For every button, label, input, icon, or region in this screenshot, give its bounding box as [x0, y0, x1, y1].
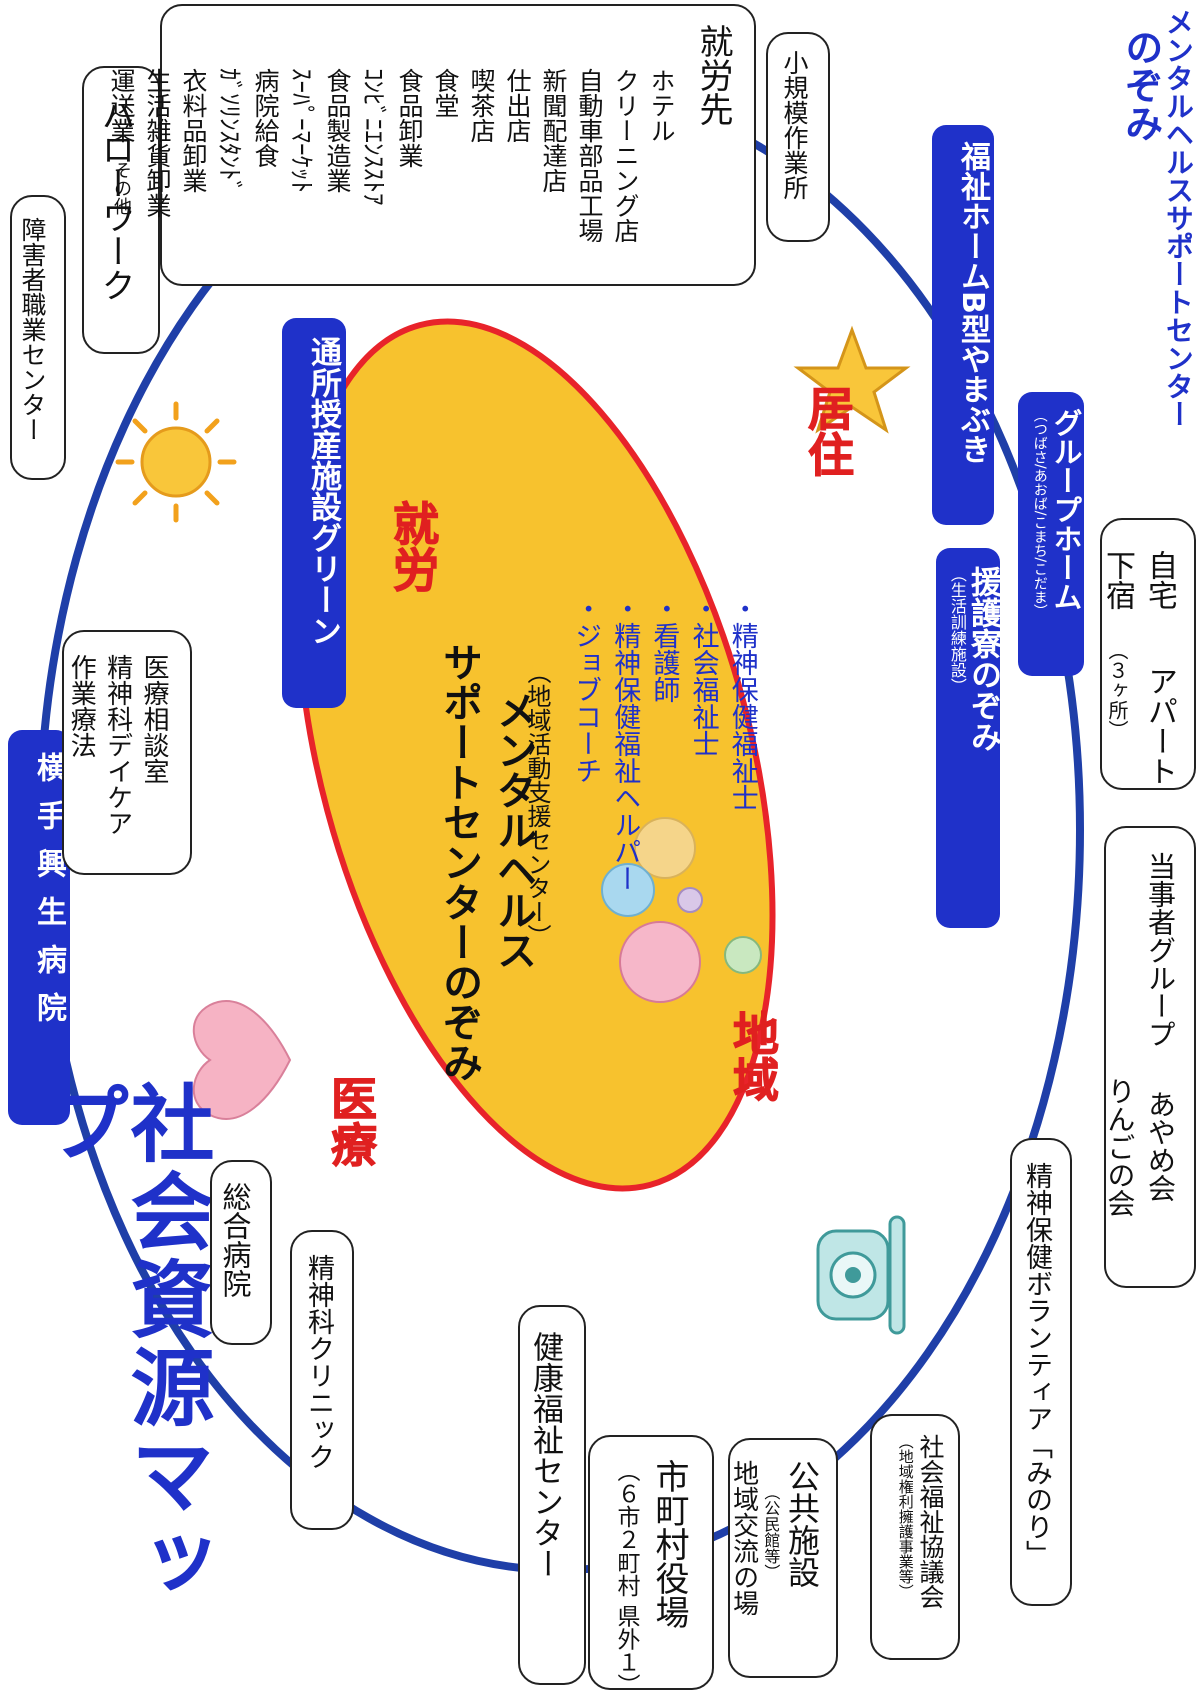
staff-item: ・看護師 — [648, 595, 680, 703]
keyword-medical: 医療 — [324, 1075, 379, 1168]
telephone-icon — [816, 1215, 906, 1335]
center-subtitle: （地域活動支援センター） — [523, 660, 551, 948]
employment-other: その他 — [111, 161, 132, 215]
public-facility-sub: （公民館等） — [761, 1484, 781, 1580]
star-icon — [793, 325, 911, 434]
heart-icon — [192, 1000, 292, 1120]
staff-item: ・社会福祉士 — [687, 595, 719, 757]
city-office-sub: （６市２町村 県外１） — [613, 1459, 639, 1696]
group-home-title: グループホーム — [1049, 408, 1083, 611]
small-workshop-box: 小規模作業所 — [766, 32, 830, 242]
employment-item: 病院給食 — [251, 68, 280, 168]
peer-groups-line: 当事者グループあやめ会 — [1139, 852, 1180, 1286]
employment-item: クリーニング店 — [611, 68, 640, 243]
keyword-community: 地域 — [726, 1010, 781, 1103]
center-title-line2: サポートセンターのぞみ — [436, 642, 482, 1082]
employment-item: 衣料品卸業 — [179, 68, 208, 193]
housing-box: 自宅アパート 下宿 （３ヶ所） — [1100, 518, 1196, 790]
employment-item-transport: 運送業 — [107, 68, 136, 143]
employment-item: 生活雑貨卸業 — [143, 68, 172, 218]
keyword-residence: 居住 — [801, 385, 856, 478]
employment-item: 自動車部品工場 — [575, 68, 604, 243]
sun-icon — [115, 401, 237, 523]
peer-group-item: あやめ会 — [1144, 1090, 1177, 1202]
employment-item: 新聞配達店 — [539, 68, 568, 193]
hospital-service-item: 作業療法 — [66, 654, 97, 758]
city-office-box: 市町村役場 （６市２町村 県外１） — [588, 1435, 714, 1696]
staff-item: ・精神保健福祉ヘルパー — [609, 595, 641, 892]
employment-item: ｽｰﾊﾟｰﾏｰｹｯﾄ — [287, 68, 316, 194]
employment-item: 喫茶店 — [467, 68, 496, 143]
engoryo-box: 援護寮のぞみ （生活訓練施設） — [936, 548, 1001, 928]
city-office-title: 市町村役場 — [649, 1459, 689, 1629]
housing-boarding: 下宿 — [1100, 550, 1135, 610]
group-home-box: グループホーム （つばさ/あおば/こまち/こだま） — [1018, 392, 1084, 676]
hello-work-box: ハローワーク — [82, 66, 160, 354]
brand-name: メンタルヘルスサポートセンター のぞみ — [1118, 8, 1195, 428]
volunteer-box: 精神保健ボランティア「みのり」 — [1010, 1138, 1072, 1606]
balloons-icon — [601, 817, 762, 1003]
center-title-line1: メンタルヘルス — [490, 690, 536, 970]
hospital-services: 医療相談室 精神科デイケア 作業療法 — [62, 630, 192, 875]
page-title: 社会資源マップ — [33, 1080, 215, 1608]
housing-line: 自宅アパート — [1138, 550, 1180, 788]
engoryo-title: 援護寮のぞみ — [965, 566, 1001, 752]
social-council-title: 社会福祉協議会 — [916, 1434, 945, 1609]
brand-line-nozomi: のぞみ — [1118, 28, 1163, 142]
housing-home: 自宅 — [1142, 550, 1177, 610]
health-center-box: 健康福祉センター — [518, 1305, 586, 1685]
employment-item: 食堂 — [431, 68, 460, 118]
housing-line: 下宿 （３ヶ所） — [1096, 550, 1138, 788]
employment-item: ｶﾞｿﾘﾝｽﾀﾝﾄﾞ — [215, 68, 244, 194]
social-council-sub: （地域権利擁護事業等） — [896, 1434, 915, 1599]
public-facility-note: 地域交流の場 — [728, 1460, 759, 1616]
employment-item: 食品製造業 — [323, 68, 352, 193]
employment-box: 就労先 ホテル クリーニング店 自動車部品工場 新聞配達店 仕出店 喫茶店 食堂… — [107, 4, 756, 286]
keyword-work: 就労 — [386, 500, 441, 593]
hospital-service-item: 精神科デイケア — [102, 654, 133, 836]
housing-apartment: アパート — [1142, 666, 1177, 786]
psych-clinic-box: 精神科クリニック — [290, 1230, 354, 1530]
public-facility-title: 公共施設 — [783, 1460, 821, 1588]
employment-item: 食品卸業 — [395, 68, 424, 168]
housing-count: （３ヶ所） — [1105, 640, 1129, 740]
engoryo-sub: （生活訓練施設） — [947, 566, 967, 694]
shogai-center-box: 障害者職業センター — [10, 195, 66, 480]
peer-group-item: りんごの会 — [1103, 1077, 1137, 1217]
brand-line-main: メンタルヘルスサポートセンター — [1161, 8, 1195, 428]
hospital-service-item: 医療相談室 — [139, 654, 169, 784]
general-hospital-box: 総合病院 — [210, 1160, 272, 1345]
public-facility-box: 公共施設 （公民館等） 地域交流の場 — [728, 1438, 838, 1678]
social-council-box: 社会福祉協議会 （地域権利擁護事業等） — [870, 1414, 960, 1660]
employment-item: ｺﾝﾋﾞﾆｴﾝｽｽﾄｱ — [359, 68, 388, 206]
employment-title: 就労先 — [693, 24, 733, 126]
staff-item: ・精神保健福祉士 — [726, 595, 758, 811]
staff-item: ・ジョブコーチ — [570, 595, 602, 784]
group-home-names: （つばさ/あおば/こまち/こだま） — [1031, 408, 1048, 619]
hospital-title: 横手興生病院 — [8, 730, 70, 1125]
center-title: メンタルヘルス サポートセンターのぞみ — [432, 642, 540, 1082]
peer-groups-box: 当事者グループあやめ会 りんごの会 — [1103, 826, 1196, 1288]
yamabuki-facility: 福祉ホームB型やまぶき — [932, 125, 994, 525]
peer-groups-label: 当事者グループ — [1144, 852, 1177, 1048]
employment-item: 仕出店 — [503, 68, 532, 143]
employment-item: 運送業その他 — [103, 24, 139, 284]
center-staff-list: ・精神保健福祉士 ・社会福祉士 ・看護師 ・精神保健福祉ヘルパー ・ジョブコーチ — [566, 595, 762, 892]
employment-item: ホテル — [647, 68, 676, 143]
green-facility: 通所授産施設グリーン — [282, 318, 346, 708]
